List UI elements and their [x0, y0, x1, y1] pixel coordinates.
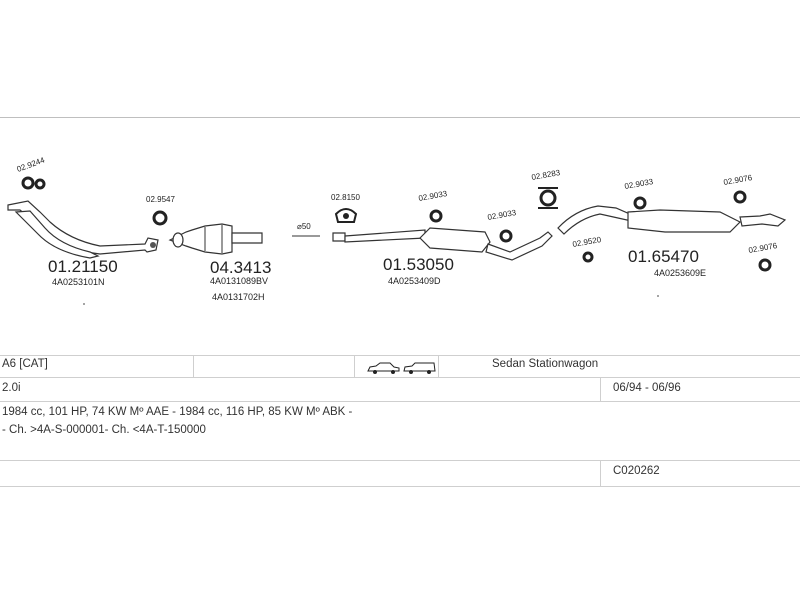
- front-pipe-part: [7, 200, 159, 305]
- mount-part-f: [538, 187, 558, 209]
- table-line-4: [0, 486, 800, 487]
- rear-silencer-part: [557, 205, 787, 235]
- gasket-part-e: [499, 229, 513, 243]
- years-label: 06/94 - 06/96: [613, 382, 681, 394]
- table-col-line-5: [600, 460, 601, 486]
- part-number-2: 04.3413: [210, 258, 271, 277]
- pipe-diameter-label: ⌀50: [297, 222, 311, 231]
- part-number-1: 01.21150: [48, 257, 118, 276]
- part-number-j: 02.9076: [748, 241, 779, 255]
- clamp-part-i: [582, 251, 594, 263]
- part-number-g: 02.9033: [624, 177, 655, 191]
- part-number-i: 02.9520: [572, 235, 603, 249]
- part-number-b: 02.9547: [146, 195, 175, 204]
- table-line-3: [0, 460, 800, 461]
- table-col-line-4: [600, 377, 601, 401]
- middle-silencer-part: [332, 227, 553, 261]
- table-col-line-3: [438, 355, 439, 377]
- part-ref-3a: 4A0253409D: [388, 276, 441, 286]
- part-number-d: 02.9033: [418, 189, 449, 203]
- part-number-h: 02.9076: [723, 173, 754, 187]
- engine-label: 2.0i: [2, 382, 21, 394]
- gasket-part-a: [21, 176, 46, 190]
- catalytic-converter-part: [168, 223, 263, 255]
- chassis-label: - Ch. >4A-S-000001- Ch. <4A-T-150000: [2, 424, 206, 436]
- hanger-part-j: [758, 258, 772, 272]
- part-number-e: 02.9033: [487, 208, 518, 222]
- sedan-car-icon: [367, 362, 400, 374]
- gasket-part-b: [152, 210, 168, 226]
- part-number-f: 02.8283: [531, 168, 562, 182]
- part-ref-1a: 4A0253101N: [52, 277, 105, 287]
- part-ref-2a: 4A0131089BV: [210, 276, 268, 286]
- part-number-4: 01.65470: [628, 247, 699, 266]
- table-col-line-2: [354, 355, 355, 377]
- clamp-part-c: [334, 208, 358, 223]
- top-frame-line: [0, 117, 800, 118]
- table-line-1: [0, 377, 800, 378]
- model-label: A6 [CAT]: [2, 358, 48, 370]
- part-ref-4a: 4A0253609E: [654, 268, 706, 278]
- table-line-2: [0, 401, 800, 402]
- table-col-line-1: [193, 355, 194, 377]
- body-types-label: Sedan Stationwagon: [492, 358, 599, 370]
- part-number-c: 02.8150: [331, 193, 360, 202]
- stationwagon-car-icon: [403, 362, 436, 374]
- part-number-3: 01.53050: [383, 255, 454, 274]
- hanger-part-h: [733, 190, 747, 204]
- table-top-line: [0, 355, 800, 356]
- part-ref-2b: 4A0131702H: [212, 292, 265, 302]
- car-type-icons: [366, 361, 438, 378]
- gasket-part-g: [633, 196, 647, 210]
- specs-label: 1984 cc, 101 HP, 74 KW Mº AAE - 1984 cc,…: [2, 406, 353, 418]
- gasket-part-d: [429, 209, 443, 223]
- catalog-code-label: C020262: [613, 465, 660, 477]
- part-number-a: 02.9244: [16, 155, 47, 174]
